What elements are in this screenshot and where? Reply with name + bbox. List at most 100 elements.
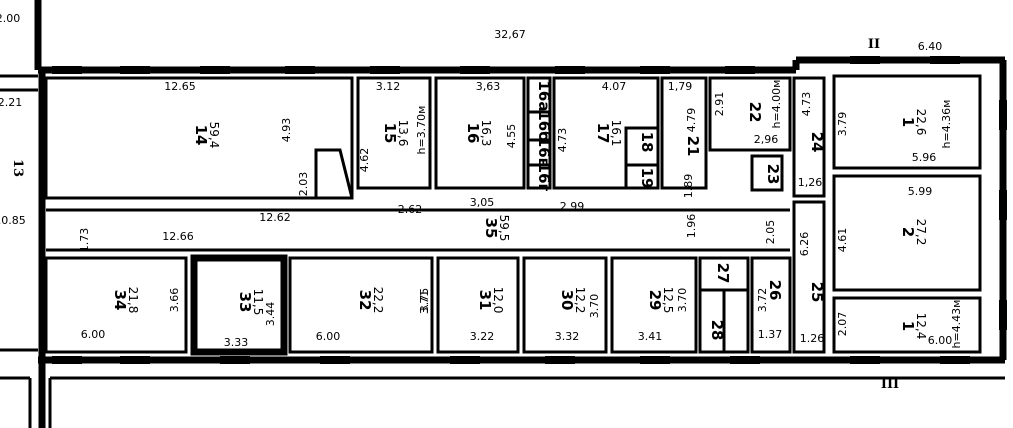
- room-dimension: 6.00: [928, 334, 953, 347]
- room-dimension: h=4.43м: [950, 300, 963, 349]
- room-dimension: 6.00: [316, 330, 341, 343]
- room-number: 35: [482, 218, 500, 239]
- room-number: 34: [111, 290, 129, 311]
- room-dimension: 3.75: [418, 288, 431, 313]
- room-dimension: 3.32: [555, 330, 580, 343]
- room-area: 12,5: [661, 287, 675, 314]
- room-area: 12,2: [573, 287, 587, 314]
- room-number: 23: [764, 164, 782, 185]
- room-dimension: 4.79: [685, 108, 698, 133]
- room-dimension: 3.41: [638, 330, 663, 343]
- room-number: 18: [638, 132, 656, 153]
- right-top-label: 6.40: [918, 40, 943, 53]
- room-number: 28: [708, 320, 726, 341]
- room-dimension: 4.61: [836, 228, 849, 253]
- room-dimension: 2.62: [398, 203, 423, 216]
- room-dimension: 3.72: [756, 288, 769, 313]
- room-r23: 23: [764, 164, 782, 185]
- room-dimension: 2,96: [754, 133, 779, 146]
- room-r27: 27: [714, 263, 732, 284]
- room-number: 22: [746, 102, 764, 123]
- room-dimension: 4.55: [505, 124, 518, 149]
- room-dimension: 4.93: [280, 118, 293, 143]
- outer-dimension-labels: 32,67 6.40 2.00 2.21 10.85 13 II III: [0, 12, 942, 392]
- room-dimension: 2.05: [764, 220, 777, 245]
- room-dimension: 5.99: [908, 185, 933, 198]
- room-number: 26: [766, 280, 784, 301]
- room-dimension: 5.96: [912, 151, 937, 164]
- room-r19: 19: [638, 168, 656, 189]
- room-number: 32: [356, 290, 374, 311]
- room-r16a: 16а: [535, 81, 553, 112]
- room-area: 11,5: [251, 289, 265, 316]
- room-r25: 25 6.26 1.26: [798, 232, 826, 345]
- room-number: 24: [808, 132, 826, 153]
- room-dimension: 4.73: [556, 128, 569, 153]
- lower-rooms-walls: [44, 254, 792, 356]
- left-top-label: 2.00: [0, 12, 20, 25]
- room-area: 13,6: [396, 120, 410, 147]
- room-dimension: 6.26: [798, 232, 811, 257]
- room-dimension: h=4.00м: [770, 80, 783, 129]
- room-r21: 211,794.791.891.96: [668, 80, 702, 238]
- room-dimension: 1,26: [798, 176, 823, 189]
- left-corridor-label: 10.85: [0, 214, 26, 227]
- room-number: 31: [476, 290, 494, 311]
- room-dimension: 3.70: [676, 288, 689, 313]
- room-number: 25: [808, 282, 826, 303]
- room-r16g: 16г: [535, 163, 553, 192]
- room-number: 16в: [535, 137, 553, 167]
- room-dimension: 12.65: [164, 80, 196, 93]
- room-r28: 28: [708, 320, 726, 341]
- room-r16b: 16б: [535, 110, 553, 141]
- room-dimension: 12.62: [259, 211, 291, 224]
- left-mid-label: 2.21: [0, 96, 22, 109]
- room-number: 19: [638, 168, 656, 189]
- room-dimension: 12.66: [162, 230, 194, 243]
- room-r18: 18: [638, 132, 656, 153]
- room-dimension: 3,63: [476, 80, 501, 93]
- room-number: 14: [192, 125, 210, 146]
- room-dimension: 1,79: [668, 80, 693, 93]
- room-area: 59,4: [207, 122, 221, 149]
- axis-bottom-right-label: III: [881, 377, 899, 392]
- room-number: 17: [594, 123, 612, 144]
- room-dimension: 1.26: [800, 332, 825, 345]
- room-dimension: 2.91: [713, 92, 726, 117]
- room-number: 1: [899, 321, 917, 331]
- room-dimension: 1.89: [682, 174, 695, 199]
- room-dimension: 6.00: [81, 328, 106, 341]
- room-rB: 227,25.994.61: [836, 185, 932, 252]
- room-dimension: 4.07: [602, 80, 627, 93]
- room-dimension: 2.99: [560, 200, 585, 213]
- room-number: 30: [558, 290, 576, 311]
- room-dimension: 3,05: [470, 196, 495, 209]
- windows-top: [52, 56, 1007, 330]
- room-number: 33: [236, 292, 254, 313]
- room-r24: 244.731,26: [798, 92, 826, 189]
- room-area: 16,1: [609, 120, 623, 147]
- room-number: 16б: [535, 110, 553, 141]
- room-number: 16а: [535, 81, 553, 112]
- room-dimension: 2.03: [297, 172, 310, 197]
- room-dimension: 3.12: [376, 80, 401, 93]
- top-length-label: 32,67: [494, 28, 526, 41]
- room-dimension: 3.66: [168, 288, 181, 313]
- room-number: 27: [714, 263, 732, 284]
- room-dimension: 3.71: [418, 290, 431, 315]
- room-r22: 22 2.91 h=4.00м 2,96: [713, 80, 783, 146]
- axis-left-label: 13: [10, 159, 25, 177]
- room-dimension: 3.79: [836, 112, 849, 137]
- room-area: 12,0: [491, 287, 505, 314]
- room-dimension: 3.44: [264, 302, 277, 327]
- room-area: 27,2: [914, 219, 928, 246]
